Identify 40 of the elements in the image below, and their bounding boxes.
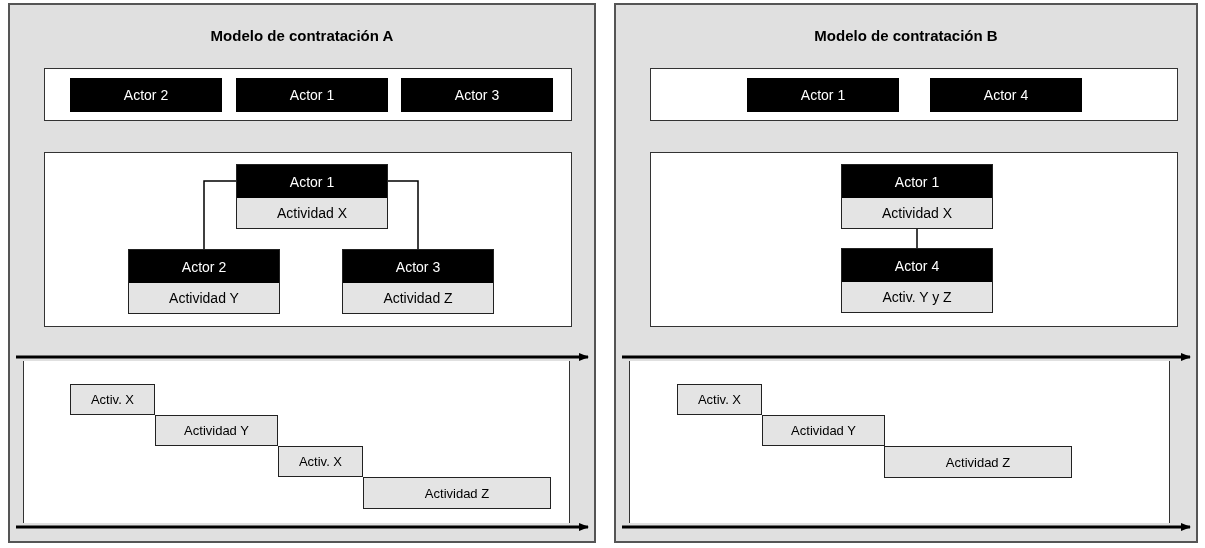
actor-list-panel bbox=[44, 68, 572, 121]
activity-name: Actividad X bbox=[237, 198, 387, 228]
connector-line bbox=[203, 180, 237, 250]
actor-list-panel bbox=[650, 68, 1178, 121]
actor-name: Actor 4 bbox=[842, 249, 992, 282]
org-chart-panel bbox=[650, 152, 1178, 327]
actor-label: Actor 2 bbox=[70, 78, 222, 112]
activity-bar: Actividad Z bbox=[363, 477, 551, 509]
panel-title: Modelo de contratación A bbox=[209, 27, 395, 44]
panel-background bbox=[614, 3, 1198, 543]
actor-card bbox=[342, 249, 494, 314]
timeline-area bbox=[629, 361, 1170, 523]
actor-name: Actor 1 bbox=[237, 165, 387, 198]
activity-bar: Activ. X bbox=[677, 384, 762, 415]
activity-name: Activ. Y y Z bbox=[842, 282, 992, 312]
actor-name: Actor 1 bbox=[842, 165, 992, 198]
activity-name: Actividad X bbox=[842, 198, 992, 228]
connector-line bbox=[916, 228, 918, 249]
actor-card bbox=[236, 164, 388, 229]
actor-name: Actor 3 bbox=[343, 250, 493, 283]
actor-label: Actor 1 bbox=[236, 78, 388, 112]
activity-bar: Actividad Y bbox=[762, 415, 885, 446]
timeline-area bbox=[23, 361, 570, 523]
connector-line bbox=[387, 180, 419, 250]
activity-bar: Activ. X bbox=[278, 446, 363, 477]
actor-card bbox=[841, 164, 993, 229]
panel-title: Modelo de contratación B bbox=[813, 27, 999, 44]
actor-label: Actor 4 bbox=[930, 78, 1082, 112]
activity-name: Actividad Y bbox=[129, 283, 279, 313]
activity-bar: Actividad Z bbox=[884, 446, 1072, 478]
actor-label: Actor 3 bbox=[401, 78, 553, 112]
activity-bar: Actividad Y bbox=[155, 415, 278, 446]
activity-name: Actividad Z bbox=[343, 283, 493, 313]
actor-card bbox=[841, 248, 993, 313]
actor-label: Actor 1 bbox=[747, 78, 899, 112]
activity-bar: Activ. X bbox=[70, 384, 155, 415]
panel-background bbox=[8, 3, 596, 543]
org-chart-panel bbox=[44, 152, 572, 327]
actor-card bbox=[128, 249, 280, 314]
actor-name: Actor 2 bbox=[129, 250, 279, 283]
